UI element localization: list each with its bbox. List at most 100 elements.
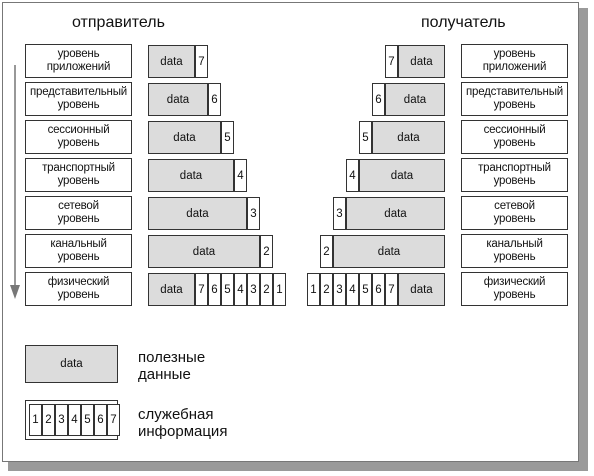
layer-label-line2: уровень: [493, 137, 536, 149]
receiver-data-cell: data: [346, 197, 445, 230]
receiver-header-cell: 7: [385, 45, 398, 78]
legend-header-cell: 1: [29, 404, 42, 436]
legend-header-cell: 3: [55, 404, 68, 436]
legend-header-cell: 7: [107, 404, 120, 436]
layer-label-line1: транспортный: [478, 162, 551, 174]
receiver-header-cell: 2: [320, 235, 333, 268]
sender-header-cell: 4: [234, 159, 247, 192]
sender-header-cell: 5: [221, 121, 234, 154]
sender-physical-header-cell: 2: [260, 273, 273, 306]
sender-header-cell: 2: [260, 235, 273, 268]
receiver-physical-header-cell: 4: [346, 273, 359, 306]
sender-title: отправитель: [72, 14, 165, 31]
layer-label-line2: уровень: [57, 289, 100, 301]
layer-label-line1: канальный: [486, 238, 543, 250]
layer-label-line2: уровень: [57, 175, 100, 187]
sender-physical-header-cell: 1: [273, 273, 286, 306]
diagram-frame: [2, 2, 579, 462]
legend-header-cell: 2: [42, 404, 55, 436]
sender-data-cell: data: [148, 45, 195, 78]
layer-label-line2: уровень: [493, 251, 536, 263]
legend-service-line2: информация: [138, 423, 228, 440]
sender-data-cell: data: [148, 159, 234, 192]
sender-physical-header-cell: 7: [195, 273, 208, 306]
frame-shadow-right: [579, 8, 588, 464]
receiver-physical-header-cell: 2: [320, 273, 333, 306]
layer-label-line1: канальный: [50, 238, 107, 250]
sender-header-cell: 7: [195, 45, 208, 78]
legend-payload-line1: полезные: [138, 349, 206, 366]
frame-shadow-bottom: [8, 462, 588, 471]
layer-label-line1: сетевой: [58, 200, 99, 212]
receiver-data-cell: data: [398, 45, 445, 78]
sender-data-cell: data: [148, 83, 208, 116]
layer-label-line1: представительный: [466, 86, 563, 98]
layer-label-line2: уровень: [57, 251, 100, 263]
layer-label-line1: транспортный: [42, 162, 115, 174]
receiver-header-cell: 4: [346, 159, 359, 192]
layer-label-line2: уровень: [493, 99, 536, 111]
layer-label-line2: приложений: [482, 61, 547, 73]
legend-header-cell: 5: [81, 404, 94, 436]
receiver-physical-header-cell: 7: [385, 273, 398, 306]
sender-physical-header-cell: 4: [234, 273, 247, 306]
sender-header-cell: 6: [208, 83, 221, 116]
legend-header-cell: 6: [94, 404, 107, 436]
receiver-physical-header-cell: 5: [359, 273, 372, 306]
receiver-data-cell: data: [385, 83, 445, 116]
receiver-header-cell: 5: [359, 121, 372, 154]
layer-label-line2: приложений: [46, 61, 111, 73]
layer-label-line1: сессионный: [47, 124, 110, 136]
sender-physical-header-cell: 6: [208, 273, 221, 306]
layer-label-line1: физический: [47, 276, 110, 288]
receiver-header-cell: 3: [333, 197, 346, 230]
layer-label-line1: сессионный: [483, 124, 546, 136]
sender-physical-header-cell: 5: [221, 273, 234, 306]
receiver-data-cell: data: [333, 235, 445, 268]
sender-data-cell: data: [148, 197, 247, 230]
legend-data-box: data: [25, 345, 118, 383]
sender-data-cell: data: [148, 235, 260, 268]
receiver-physical-header-cell: 6: [372, 273, 385, 306]
legend-header-cell: 4: [68, 404, 81, 436]
legend-service-label: служебная информация: [138, 406, 227, 440]
layer-label-line1: представительный: [30, 86, 127, 98]
layer-label-line2: уровень: [57, 137, 100, 149]
receiver-title: получатель: [421, 14, 506, 31]
layer-label-line2: уровень: [493, 175, 536, 187]
layer-label-line1: физический: [483, 276, 546, 288]
layer-label-line2: уровень: [493, 289, 536, 301]
sender-physical-header-cell: 3: [247, 273, 260, 306]
legend-payload-line2: данные: [138, 366, 191, 383]
layer-label-line2: уровень: [57, 99, 100, 111]
legend-service-line1: служебная: [138, 406, 214, 423]
receiver-physical-header-cell: 3: [333, 273, 346, 306]
layer-label-line2: уровень: [57, 213, 100, 225]
layer-label-line1: сетевой: [494, 200, 535, 212]
legend-payload-label: полезные данные: [138, 349, 205, 383]
downward-arrow-icon: [10, 65, 20, 299]
sender-data-cell: data: [148, 273, 195, 306]
layer-label-line1: уровень: [57, 48, 100, 60]
layer-label-line2: уровень: [493, 213, 536, 225]
receiver-data-cell: data: [359, 159, 445, 192]
receiver-physical-header-cell: 1: [307, 273, 320, 306]
receiver-header-cell: 6: [372, 83, 385, 116]
layer-label-line1: уровень: [493, 48, 536, 60]
receiver-data-cell: data: [398, 273, 445, 306]
sender-data-cell: data: [148, 121, 221, 154]
sender-header-cell: 3: [247, 197, 260, 230]
